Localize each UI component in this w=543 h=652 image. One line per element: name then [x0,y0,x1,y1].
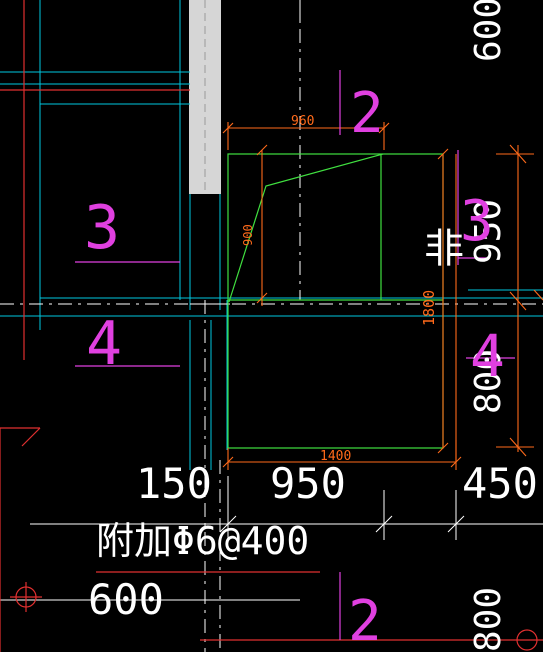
rebar-outline [227,153,444,449]
magenta-lines [75,70,515,640]
dim-1800-label: 1800 [420,290,438,326]
axis-3-right-label: 3 [460,189,494,254]
dim-960-label: 960 [291,114,314,129]
additional-rebar-note: 附加Φ6@400 [96,519,309,563]
dim-600-top-right-label: 600 [468,0,509,62]
dim-1400-label: 1400 [320,449,351,464]
dim-950-right-label: 950 [468,199,509,264]
right-symbol-label: 非 [424,226,464,272]
dim-450-label: 450 [462,459,538,508]
axis-2-bottom-label: 2 [348,589,382,652]
dim-800-right-label: 800 [468,349,509,414]
cyan-lines [0,0,543,470]
axis-4-left-label: 4 [86,309,122,379]
dim-150-label: 150 [136,459,212,508]
bottom-dimension-lines [30,476,543,540]
dim-900-label: 900 [241,224,255,246]
axis-2-top-label: 2 [350,81,384,146]
axis-3-label: 3 [84,193,120,263]
dim-600-bottom-label: 600 [88,575,164,624]
dimension-lines [222,122,543,470]
dim-800-bottom-right-label: 800 [468,587,509,652]
axis-4-right-label: 4 [470,322,505,390]
dim-950-label: 950 [270,459,346,508]
